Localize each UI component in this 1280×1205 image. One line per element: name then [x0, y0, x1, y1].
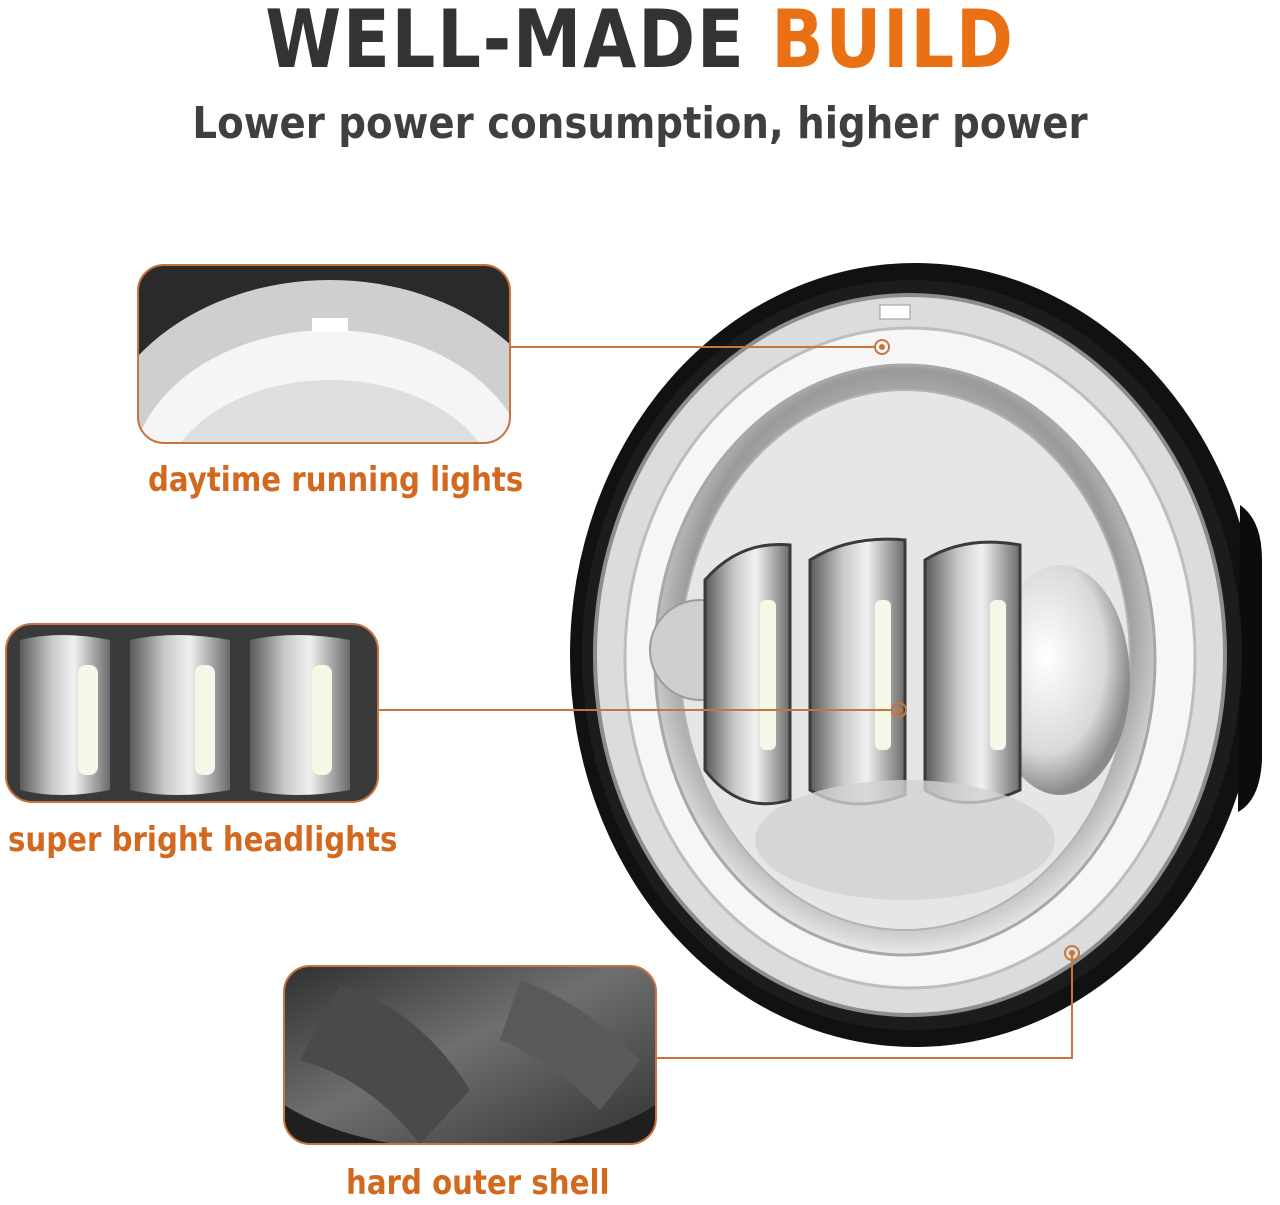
leader-lines: [378, 346, 1073, 1059]
callout-headlights-image: [5, 623, 379, 803]
callout-drl-image: [137, 264, 511, 444]
page-subtitle: Lower power consumption, higher power: [192, 98, 1088, 149]
title-accent: BUILD: [771, 0, 1015, 86]
callout-markers: [874, 339, 1080, 961]
callout-shell-image: [283, 965, 657, 1145]
label-headlights: super bright headlights: [8, 820, 398, 860]
page-title: WELL-MADE BUILD: [90, 0, 1191, 80]
label-shell: hard outer shell: [346, 1163, 610, 1203]
label-drl: daytime running lights: [148, 460, 524, 500]
headlight-image: [570, 263, 1262, 1047]
title-main: WELL-MADE: [265, 0, 746, 86]
